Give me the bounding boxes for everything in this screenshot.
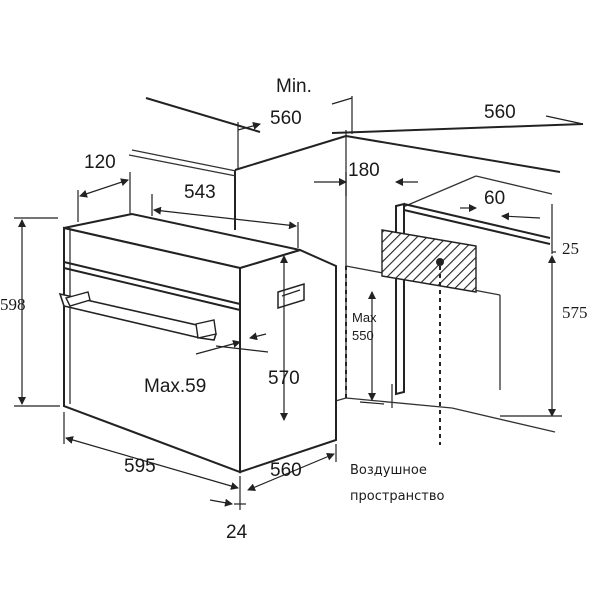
dimension-lines [14,96,584,510]
label-height-570: 570 [268,368,300,389]
label-gap-25: 25 [562,239,579,258]
label-offset-60: 60 [484,188,505,209]
label-air-space-line2: пространство [350,489,445,504]
label-top-depth: 120 [84,152,116,173]
countertop [145,97,584,230]
vent-cutout [381,229,477,293]
label-air-space-line1: Воздушное [350,463,427,478]
label-max: Max [352,310,377,325]
label-max-550: 550 [352,328,374,343]
oven [58,212,337,474]
label-depth-560: 560 [270,460,302,481]
label-height-598: 598 [0,295,26,314]
label-panel-24: 24 [226,522,248,543]
label-offset-180: 180 [348,160,380,181]
air-flow-lines [345,266,441,445]
label-height-575: 575 [562,303,588,322]
label-inner-depth: 543 [184,182,216,203]
label-counter-width: 560 [484,102,516,123]
label-max-59: Max.59 [144,376,206,397]
dimension-labels: Min. 560 560 120 543 180 60 25 598 Max 5… [0,76,588,543]
label-counter-depth: 560 [270,108,302,129]
cabinet-side-panel [395,202,551,396]
label-width-595: 595 [124,456,156,477]
label-min: Min. [276,76,312,97]
